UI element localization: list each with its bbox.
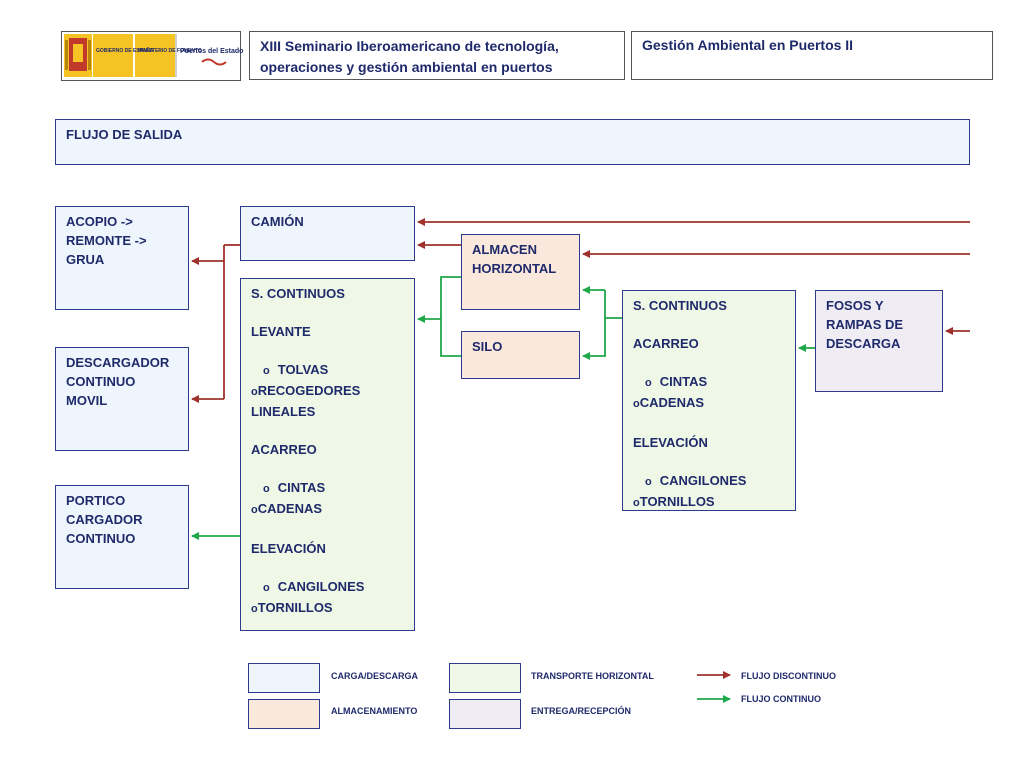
legend-almacenamiento-label: ALMACENAMIENTO [331, 706, 418, 716]
continuos-left-cangilones: CANGILONES [277, 579, 365, 594]
continuos-right-tornillos-item: oTORNILLOS [633, 494, 715, 509]
legend-transporte-label: TRANSPORTE HORIZONTAL [531, 671, 654, 681]
continuos-left-cadenas: CADENAS [257, 501, 323, 516]
continuos-left-tornillos: TORNILLOS [257, 600, 333, 615]
arrow-almacen-silo-connector [440, 276, 461, 357]
portico-line3: CONTINUO [66, 531, 136, 546]
continuos-right-elevacion: ELEVACIÓN [633, 435, 708, 450]
box-acopio: ACOPIO -> REMONTE -> GRUA [55, 206, 189, 310]
seminar-title: XIII Seminario Iberoamericano de tecnolo… [249, 31, 625, 80]
course-title: Gestión Ambiental en Puertos II [631, 31, 993, 80]
silo-label: SILO [472, 339, 503, 354]
continuos-right-title: S. CONTINUOS [633, 298, 727, 313]
box-silo: SILO [461, 331, 580, 379]
portico-line2: CARGADOR [66, 512, 143, 527]
continuos-left-recogedores: RECOGEDORES [257, 383, 361, 398]
descargador-line3: MOVIL [66, 393, 108, 408]
continuos-left-title: S. CONTINUOS [251, 286, 345, 301]
seminar-title-line1: XIII Seminario Iberoamericano de tecnolo… [260, 38, 559, 54]
continuos-left-tolvas: TOLVAS [277, 362, 329, 377]
coat-of-arms-icon [64, 34, 227, 77]
legend-swatch-transporte [449, 663, 521, 693]
box-almacen-horizontal: ALMACEN HORIZONTAL [461, 234, 580, 310]
portico-line1: PORTICO [66, 493, 126, 508]
fosos-line2: RAMPAS DE [826, 317, 904, 332]
arrow-continuos-right-connector [604, 290, 622, 319]
box-portico: PORTICO CARGADOR CONTINUO [55, 485, 189, 589]
almacen-line2: HORIZONTAL [472, 261, 557, 276]
box-camion: CAMIÓN [240, 206, 415, 261]
continuos-right-cintas: CINTAS [659, 374, 708, 389]
legend-entrega-label: ENTREGA/RECEPCIÓN [531, 706, 632, 716]
gobierno-puertos-logo: GOBIERNO DE ESPAÑA MINISTERIO DE FOMENTO… [61, 31, 244, 81]
descargador-line1: DESCARGADOR [66, 355, 170, 370]
legend-swatch-carga [248, 663, 320, 693]
continuos-right-tornillos: TORNILLOS [639, 494, 715, 509]
continuos-right-cadenas-item: oCADENAS [633, 395, 705, 410]
acopio-line2: REMONTE -> [66, 233, 147, 248]
fosos-line1: FOSOS Y [826, 298, 884, 313]
fosos-line3: DESCARGA [826, 336, 901, 351]
arrow-continuos-right-to-silo [582, 318, 606, 360]
continuos-right-cadenas: CADENAS [639, 395, 705, 410]
flujo-salida-banner: FLUJO DE SALIDA [55, 119, 970, 165]
banner-title: FLUJO DE SALIDA [66, 127, 183, 142]
continuos-left-lineales: LINEALES [251, 404, 316, 419]
continuos-left-cintas: CINTAS [277, 480, 326, 495]
seminar-title-line2: operaciones y gestión ambiental en puert… [260, 59, 553, 75]
continuos-right-cangilones: CANGILONES [659, 473, 747, 488]
camion-label: CAMIÓN [251, 214, 304, 229]
continuos-left-cadenas-item: oCADENAS [251, 501, 323, 516]
continuos-left-recogedores-item: oRECOGEDORES [251, 383, 361, 398]
acopio-line3: GRUA [66, 252, 105, 267]
continuos-left-acarreo: ACARREO [251, 442, 317, 457]
acopio-line1: ACOPIO -> [66, 214, 133, 229]
continuos-left-elevacion: ELEVACIÓN [251, 541, 326, 556]
box-fosos: FOSOS Y RAMPAS DE DESCARGA [815, 290, 943, 392]
logo-ministerio-text: MINISTERIO DE FOMENTO [138, 48, 202, 54]
almacen-line1: ALMACEN [472, 242, 537, 257]
continuos-left-tornillos-item: oTORNILLOS [251, 600, 333, 615]
logo-puertos-text: Puertos del Estado [180, 48, 244, 55]
legend-continuo-label: FLUJO CONTINUO [741, 694, 821, 704]
legend-swatch-almacenamiento [248, 699, 320, 729]
continuos-right-acarreo: ACARREO [633, 336, 699, 351]
course-title-text: Gestión Ambiental en Puertos II [642, 37, 854, 53]
legend-swatch-entrega [449, 699, 521, 729]
legend-discontinuo-label: FLUJO DISCONTINUO [741, 671, 837, 681]
legend-carga-label: CARGA/DESCARGA [331, 671, 419, 681]
logo-gobierno-text: GOBIERNO DE ESPAÑA [96, 48, 154, 54]
continuos-left-levante: LEVANTE [251, 324, 311, 339]
descargador-line2: CONTINUO [66, 374, 136, 389]
box-descargador: DESCARGADOR CONTINUO MOVIL [55, 347, 189, 451]
